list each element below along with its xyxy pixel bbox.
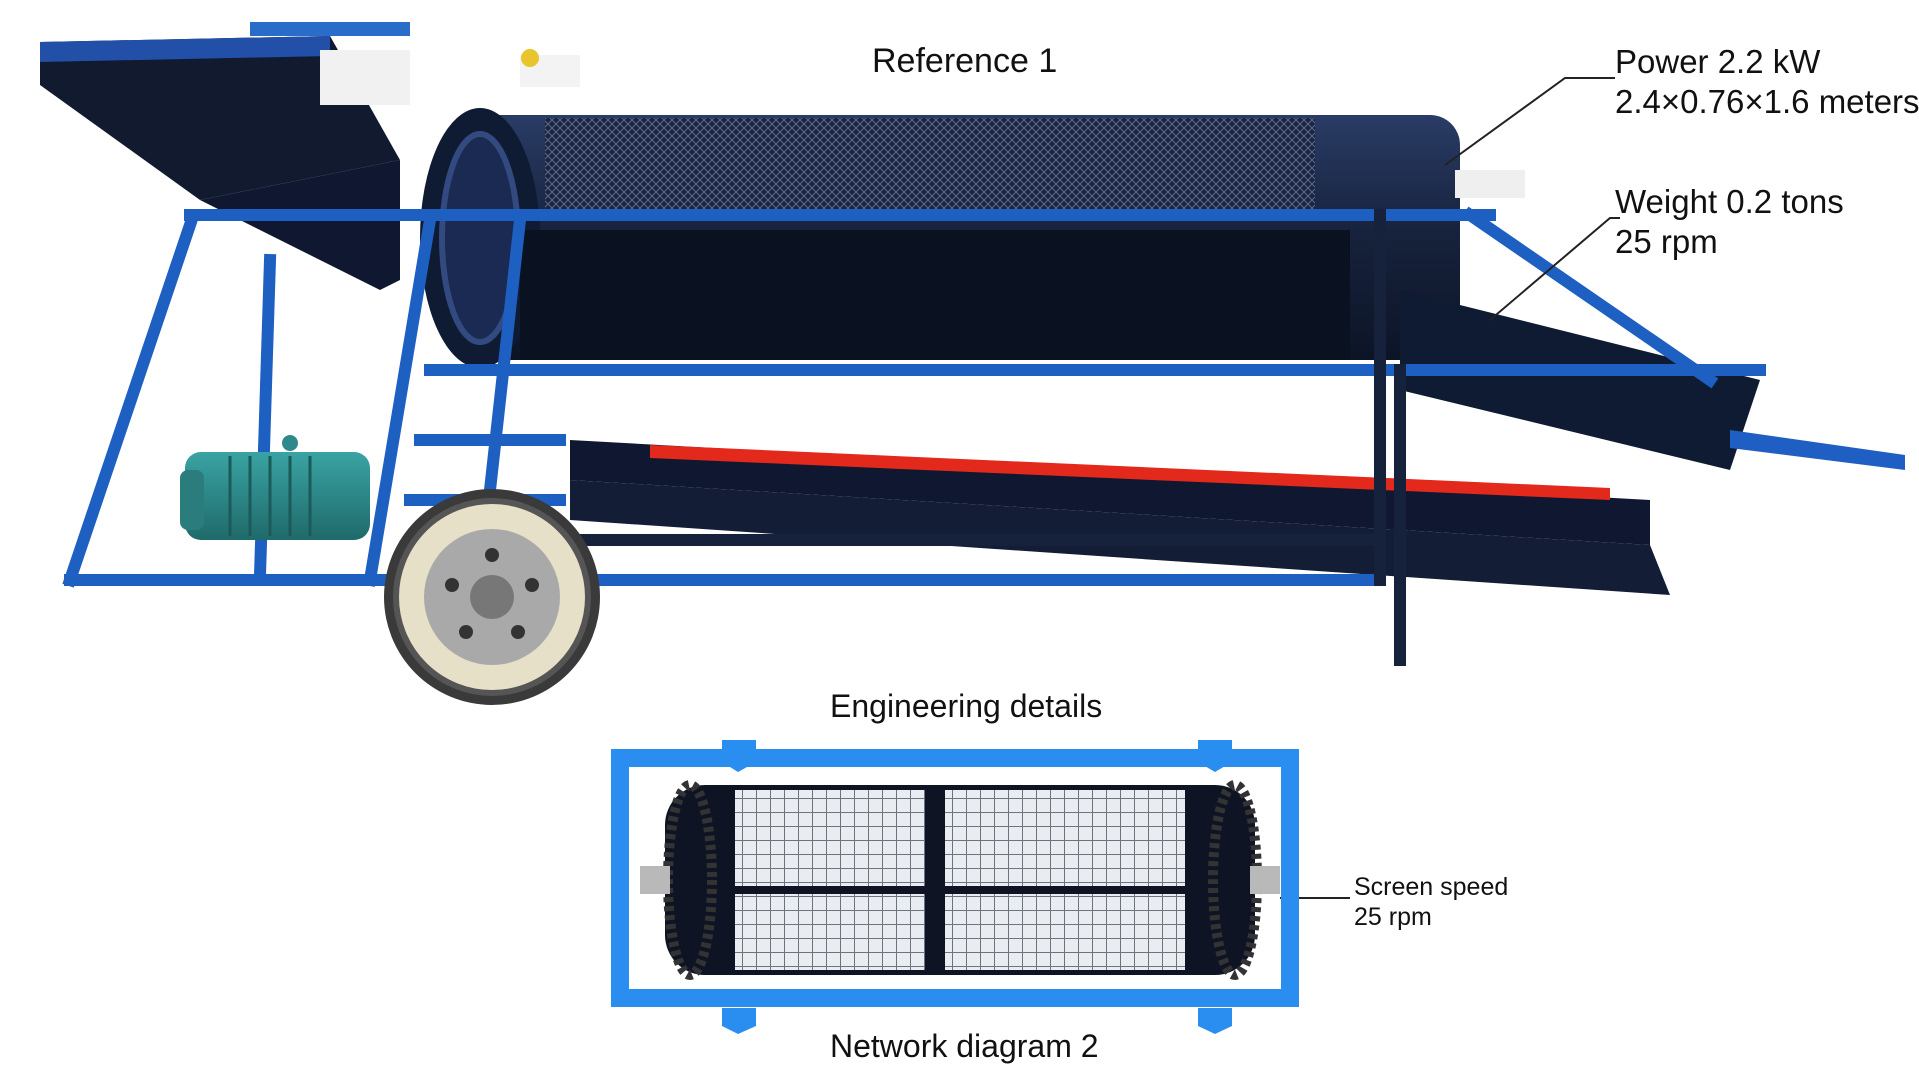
spec-power-block: Power 2.2 kW 2.4×0.76×1.6 meters	[1615, 42, 1919, 122]
screen-speed-label: Screen speed	[1354, 873, 1509, 901]
bottom-caption: Network diagram 2	[830, 1028, 1099, 1064]
spec-dimensions-line: 2.4×0.76×1.6 meters	[1615, 83, 1919, 120]
wheel	[384, 489, 600, 705]
discharge-chute	[1400, 290, 1905, 470]
support-frame	[62, 206, 1766, 666]
spec-weight-line: Weight 0.2 tons	[1615, 183, 1844, 220]
spec-weight-block: Weight 0.2 tons 25 rpm	[1615, 182, 1844, 262]
top-title: Reference 1	[872, 42, 1058, 80]
electric-motor	[180, 435, 370, 540]
drum-top-view-diagram	[611, 740, 1299, 1034]
feed-hopper	[40, 22, 580, 290]
spec-rpm-line: 25 rpm	[1615, 223, 1718, 260]
conveyor-belt	[570, 440, 1670, 595]
screen-speed-block: Screen speed 25 rpm	[1354, 872, 1508, 932]
trommel-drum	[420, 108, 1525, 368]
screen-speed-value: 25 rpm	[1354, 903, 1432, 931]
spec-power-line: Power 2.2 kW	[1615, 43, 1821, 80]
section-title: Engineering details	[830, 688, 1103, 724]
